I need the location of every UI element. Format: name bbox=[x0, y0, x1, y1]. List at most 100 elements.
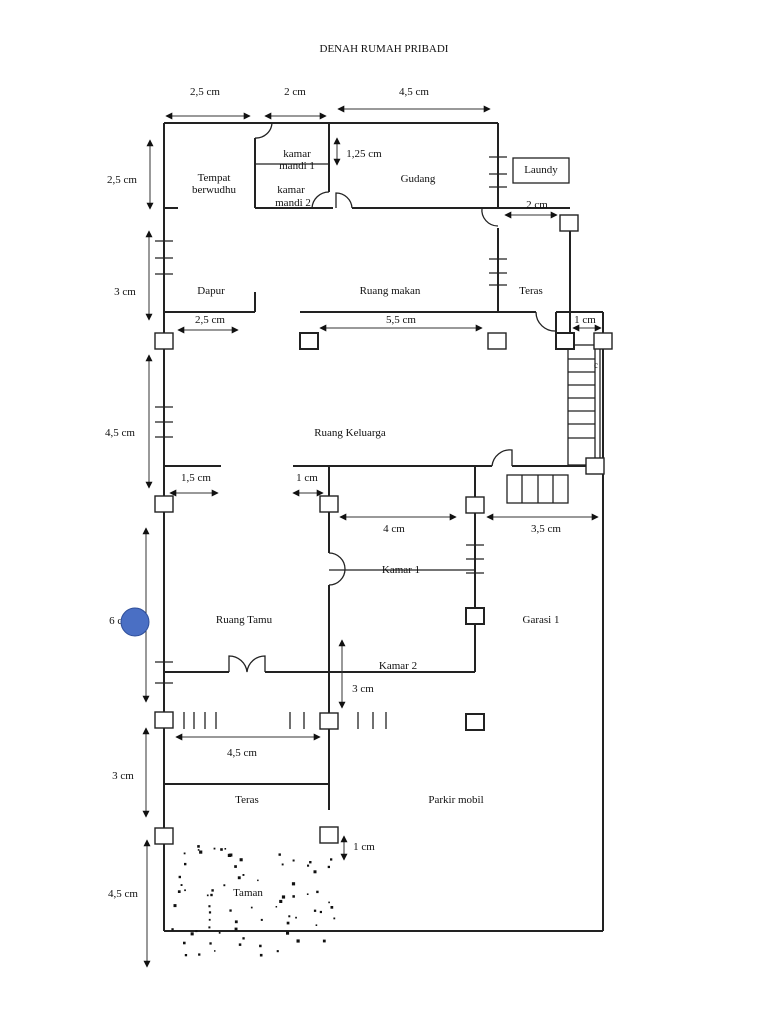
dim-label-dapur-width: 2,5 cm bbox=[195, 314, 225, 326]
garden-dot bbox=[330, 906, 334, 909]
garden-dot bbox=[260, 918, 263, 921]
garden-dot bbox=[197, 849, 200, 851]
garden-dot bbox=[220, 848, 223, 851]
garden-dot bbox=[275, 906, 278, 908]
garden-dot bbox=[183, 852, 186, 855]
room-label-ruang-tamu: Ruang Tamu bbox=[216, 614, 273, 626]
garden-dot bbox=[210, 893, 213, 897]
garden-dot bbox=[322, 939, 326, 943]
dim-label-ruang-tamu-door: 1,5 cm bbox=[181, 472, 211, 484]
laundy-box bbox=[512, 157, 570, 184]
dim-label-kamar-2-depth: 3 cm bbox=[352, 683, 374, 695]
garden-dot bbox=[259, 944, 262, 948]
garden-dot bbox=[223, 884, 226, 887]
room-label-taman: Taman bbox=[233, 887, 263, 899]
room-label-kamar-mandi-2a: kamar bbox=[277, 184, 305, 196]
room-label-gudang: Gudang bbox=[401, 173, 436, 185]
garden-dot bbox=[330, 858, 333, 861]
garden-dot bbox=[237, 876, 241, 880]
columns bbox=[154, 214, 613, 845]
garden-dot bbox=[276, 950, 279, 953]
garden-dot bbox=[197, 845, 200, 848]
garden-dot bbox=[288, 915, 291, 918]
garden-dot bbox=[327, 865, 330, 869]
garden-dot bbox=[281, 895, 286, 899]
dimension-labels: 2,5 cm 2 cm 4,5 cm 2,5 cm 3 cm 4,5 cm 3 … bbox=[105, 86, 596, 900]
doors bbox=[228, 122, 557, 673]
garden-dot bbox=[195, 930, 198, 933]
garden-dot bbox=[328, 901, 330, 904]
garden-dot bbox=[333, 917, 336, 920]
room-label-tempat-berwudhu-2: berwudhu bbox=[192, 184, 236, 196]
room-label-teras-depan: Teras bbox=[235, 794, 259, 806]
garden-dot bbox=[319, 910, 322, 914]
garden-dot bbox=[206, 894, 209, 897]
highlight-marker[interactable] bbox=[120, 607, 150, 637]
garden-dot bbox=[292, 859, 295, 862]
garden-dot bbox=[257, 879, 259, 882]
garden-dot bbox=[229, 853, 233, 857]
garden-dot bbox=[180, 884, 183, 886]
garden-dots bbox=[171, 845, 336, 957]
garden-dot bbox=[213, 847, 216, 850]
door-ruang-makan-teras bbox=[535, 311, 557, 332]
room-label-dapur: Dapur bbox=[197, 285, 225, 297]
room-label-ruang-keluarga: Ruang Keluarga bbox=[314, 427, 386, 439]
plan-title: DENAH RUMAH PRIBADI bbox=[320, 43, 449, 55]
garden-dot bbox=[208, 911, 212, 914]
door-kamar-mandi-1 bbox=[254, 122, 273, 139]
garden-dot bbox=[177, 890, 181, 893]
garden-dot bbox=[198, 953, 201, 956]
garden-dot bbox=[259, 953, 263, 957]
garden-dot bbox=[315, 924, 318, 926]
dim-label-left-5: 3 cm bbox=[112, 770, 134, 782]
windows bbox=[155, 156, 507, 729]
room-labels: Tempat berwudhu kamar mandi 1 kamar mand… bbox=[192, 148, 559, 899]
garden-dot bbox=[224, 848, 227, 850]
dim-label-kamar-mandi-height: 1,25 cm bbox=[346, 148, 382, 160]
garden-dot bbox=[218, 932, 221, 934]
garden-dot bbox=[281, 863, 284, 866]
garden-dot bbox=[234, 927, 238, 931]
garden-dot bbox=[286, 931, 290, 935]
room-label-kamar-mandi-1a: kamar bbox=[283, 148, 311, 160]
garden-dot bbox=[278, 853, 281, 856]
door-kamar-mandi-2 bbox=[311, 191, 330, 209]
stair-note: c bbox=[594, 360, 598, 370]
garden-dot bbox=[309, 861, 312, 864]
dim-label-stair-width: 1 cm bbox=[574, 314, 596, 326]
garden-dot bbox=[184, 889, 186, 892]
room-label-tempat-berwudhu-1: Tempat bbox=[198, 172, 231, 184]
garden-dot bbox=[286, 921, 290, 925]
dim-label-teras-depan-width: 4,5 cm bbox=[227, 747, 257, 759]
garden-dot bbox=[242, 874, 245, 876]
room-label-ruang-makan: Ruang makan bbox=[360, 285, 421, 297]
dimension-arrows bbox=[142, 105, 602, 968]
garden-dot bbox=[250, 906, 253, 909]
dim-label-ruang-makan-width: 5,5 cm bbox=[386, 314, 416, 326]
garden-dot bbox=[306, 893, 309, 895]
garden-dot bbox=[178, 875, 181, 879]
garden-dot bbox=[190, 932, 194, 936]
garden-dot bbox=[291, 882, 296, 886]
door-ruang-tamu-double bbox=[228, 655, 266, 673]
garden-dot bbox=[214, 950, 216, 952]
garden-dot bbox=[307, 864, 310, 867]
dim-label-left-2: 3 cm bbox=[114, 286, 136, 298]
dim-label-left-1: 2,5 cm bbox=[107, 174, 137, 186]
dim-label-taman-gap: 1 cm bbox=[353, 841, 375, 853]
garden-dot bbox=[242, 937, 245, 940]
garden-dot bbox=[183, 941, 186, 945]
dim-label-top-3: 4,5 cm bbox=[399, 86, 429, 98]
dim-label-corridor: 1 cm bbox=[296, 472, 318, 484]
garden-dot bbox=[238, 943, 242, 946]
garden-dot bbox=[173, 904, 177, 908]
garden-dot bbox=[313, 870, 317, 874]
garden-dot bbox=[184, 954, 188, 957]
garden-dot bbox=[208, 918, 211, 921]
door-teras-belakang bbox=[481, 207, 499, 227]
garden-dot bbox=[184, 862, 187, 866]
room-label-kamar-1: Kamar 1 bbox=[382, 564, 420, 576]
room-label-kamar-2: Kamar 2 bbox=[379, 660, 417, 672]
